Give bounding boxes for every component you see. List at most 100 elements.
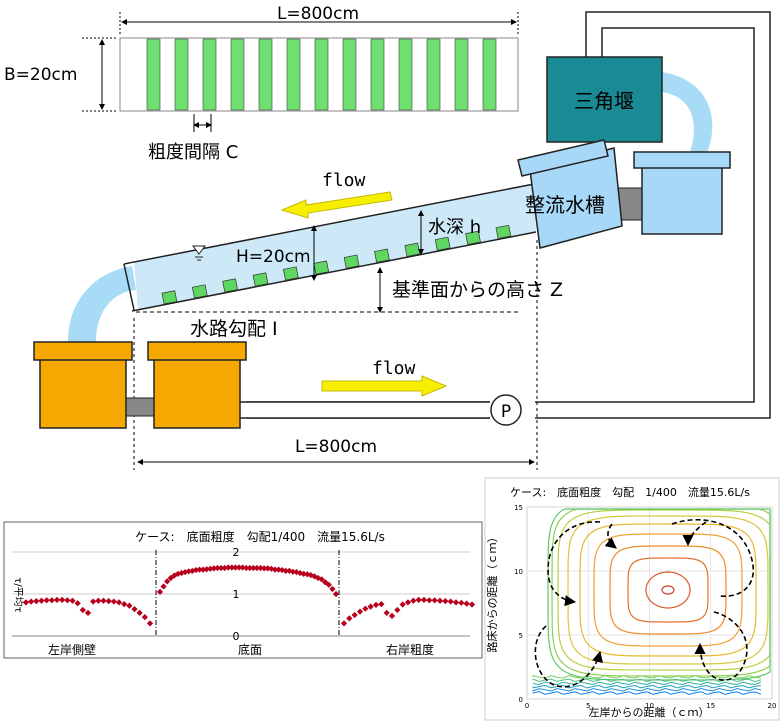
shear-data-point [239, 564, 246, 571]
channel-roughness-block [374, 248, 390, 263]
contour-line [579, 523, 757, 657]
settling-tank: 整流水槽 [517, 139, 645, 249]
ytick-1: 1 [233, 588, 240, 601]
secondary-flow-vortices [534, 518, 755, 688]
plan-roughness-strip [482, 38, 497, 111]
shear-chart-ylabel: τ/平均τ [12, 577, 24, 612]
contour-axis-ticks: 0 5 10 15 20 0 5 10 15 [514, 504, 776, 710]
lower-tanks [33, 341, 247, 429]
triangular-weir-box [546, 56, 663, 143]
channel-roughness-block [434, 236, 451, 251]
shear-data-point [69, 597, 76, 604]
head-tank [633, 151, 731, 235]
shear-data-point [420, 596, 428, 603]
shear-data-point [356, 608, 364, 615]
contour-line [547, 508, 771, 681]
shear-data-point [141, 613, 148, 621]
shear-data-point [372, 601, 380, 609]
contour-xtick: 20 [768, 702, 777, 710]
settling-tank-label: 整流水槽 [525, 193, 605, 217]
flow-label-upper: flow [322, 170, 366, 191]
contour-lines [532, 508, 771, 695]
channel-roughness-block [252, 272, 269, 287]
shear-chart-title: ケース: 底面粗度 勾配1/400 流量15.6L/s [135, 529, 385, 544]
shear-data-point [332, 590, 340, 598]
contour-line-near-bed [532, 691, 762, 695]
ytick-0: 0 [233, 630, 240, 643]
plan-roughness-strip [398, 38, 413, 111]
channel-roughness-block [191, 284, 208, 299]
triangular-weir-label: 三角堰 [574, 89, 634, 113]
contour-line-near-bed [532, 681, 762, 686]
datum-height-label: 基準面からの高さ Z [392, 279, 563, 301]
plan-roughness-strip [258, 38, 273, 111]
plan-roughness-strip [454, 38, 469, 111]
contour-xlabel: 左岸からの距離（ｃｍ） [589, 705, 710, 719]
shear-data-point [136, 609, 143, 617]
shear-data-point [452, 599, 460, 606]
contour-xtick: 15 [706, 702, 715, 710]
shear-data-point [243, 564, 250, 572]
contour-line [627, 557, 709, 623]
flow-arrow-lower [321, 375, 448, 397]
contour-line [567, 515, 769, 665]
shear-data-point [378, 600, 385, 608]
shear-data-point [468, 601, 476, 608]
channel-roughness-block [343, 254, 360, 269]
flow-arrow-upper [280, 191, 393, 219]
shear-data-point [340, 620, 348, 627]
plan-roughness-strips [146, 38, 497, 111]
channel-height-label: H=20cm [236, 247, 311, 267]
contour-xtick: 5 [586, 702, 590, 710]
contour-ytick: 0 [519, 696, 523, 704]
plan-width-label: B=20cm [4, 65, 77, 85]
contour-ytick: 15 [514, 504, 523, 512]
contour-line-near-bed [532, 675, 762, 679]
shear-chart-frame [3, 521, 483, 659]
plan-roughness-strip [370, 38, 385, 111]
bottom-length-label: L=800cm [295, 437, 377, 457]
plan-roughness-strip [146, 38, 161, 111]
channel-outflow [68, 266, 136, 342]
channel-roughness-block [222, 278, 238, 293]
shear-data-point [100, 597, 107, 604]
channel-roughness-block [404, 242, 421, 257]
shear-data-point [261, 565, 268, 572]
shear-data-point [458, 599, 465, 606]
shear-data-point [257, 564, 264, 572]
plan-roughness-strip [286, 38, 301, 111]
shear-data-point [160, 583, 167, 590]
water-depth-label: 水深 h [428, 217, 481, 238]
shear-data-point [318, 576, 325, 583]
channel-roughness-block [161, 290, 178, 305]
channel-roughness-block [313, 260, 330, 275]
water-surface-icon [192, 245, 206, 261]
ytick-2: 2 [233, 546, 240, 559]
plan-roughness-strip [342, 38, 357, 111]
shear-data-point [282, 567, 289, 575]
channel-roughness-block [283, 266, 299, 281]
plan-roughness-strip [174, 38, 189, 111]
velocity-contour-chart: ケース: 底面粗度 勾配 1/400 流量15.6L/s 左岸からの距離（ｃｍ）… [484, 477, 780, 721]
contour-line-near-bed [532, 687, 762, 692]
channel-slope-label: 水路勾配 I [190, 318, 278, 340]
contour-line [645, 571, 691, 609]
plan-roughness-strip [426, 38, 441, 111]
contour-ytick: 5 [519, 632, 523, 640]
shear-data-point [271, 566, 279, 573]
plan-roughness-strip [230, 38, 245, 111]
shear-data-point [362, 605, 369, 612]
shear-data-point [346, 615, 353, 622]
section-label-bottom: 底面 [238, 642, 262, 657]
shear-data-point [388, 612, 396, 619]
shear-data-point [207, 565, 214, 572]
pump-label: P [501, 402, 511, 422]
contour-chart-title: ケース: 底面粗度 勾配 1/400 流量15.6L/s [510, 485, 750, 499]
contour-xtick: 0 [525, 702, 529, 710]
contour-xtick: 10 [645, 702, 654, 710]
contour-line [557, 509, 771, 671]
shear-data-point [426, 597, 433, 604]
shear-data-point [235, 564, 243, 571]
contour-ytick: 10 [514, 568, 523, 576]
shear-data-point [404, 599, 412, 606]
